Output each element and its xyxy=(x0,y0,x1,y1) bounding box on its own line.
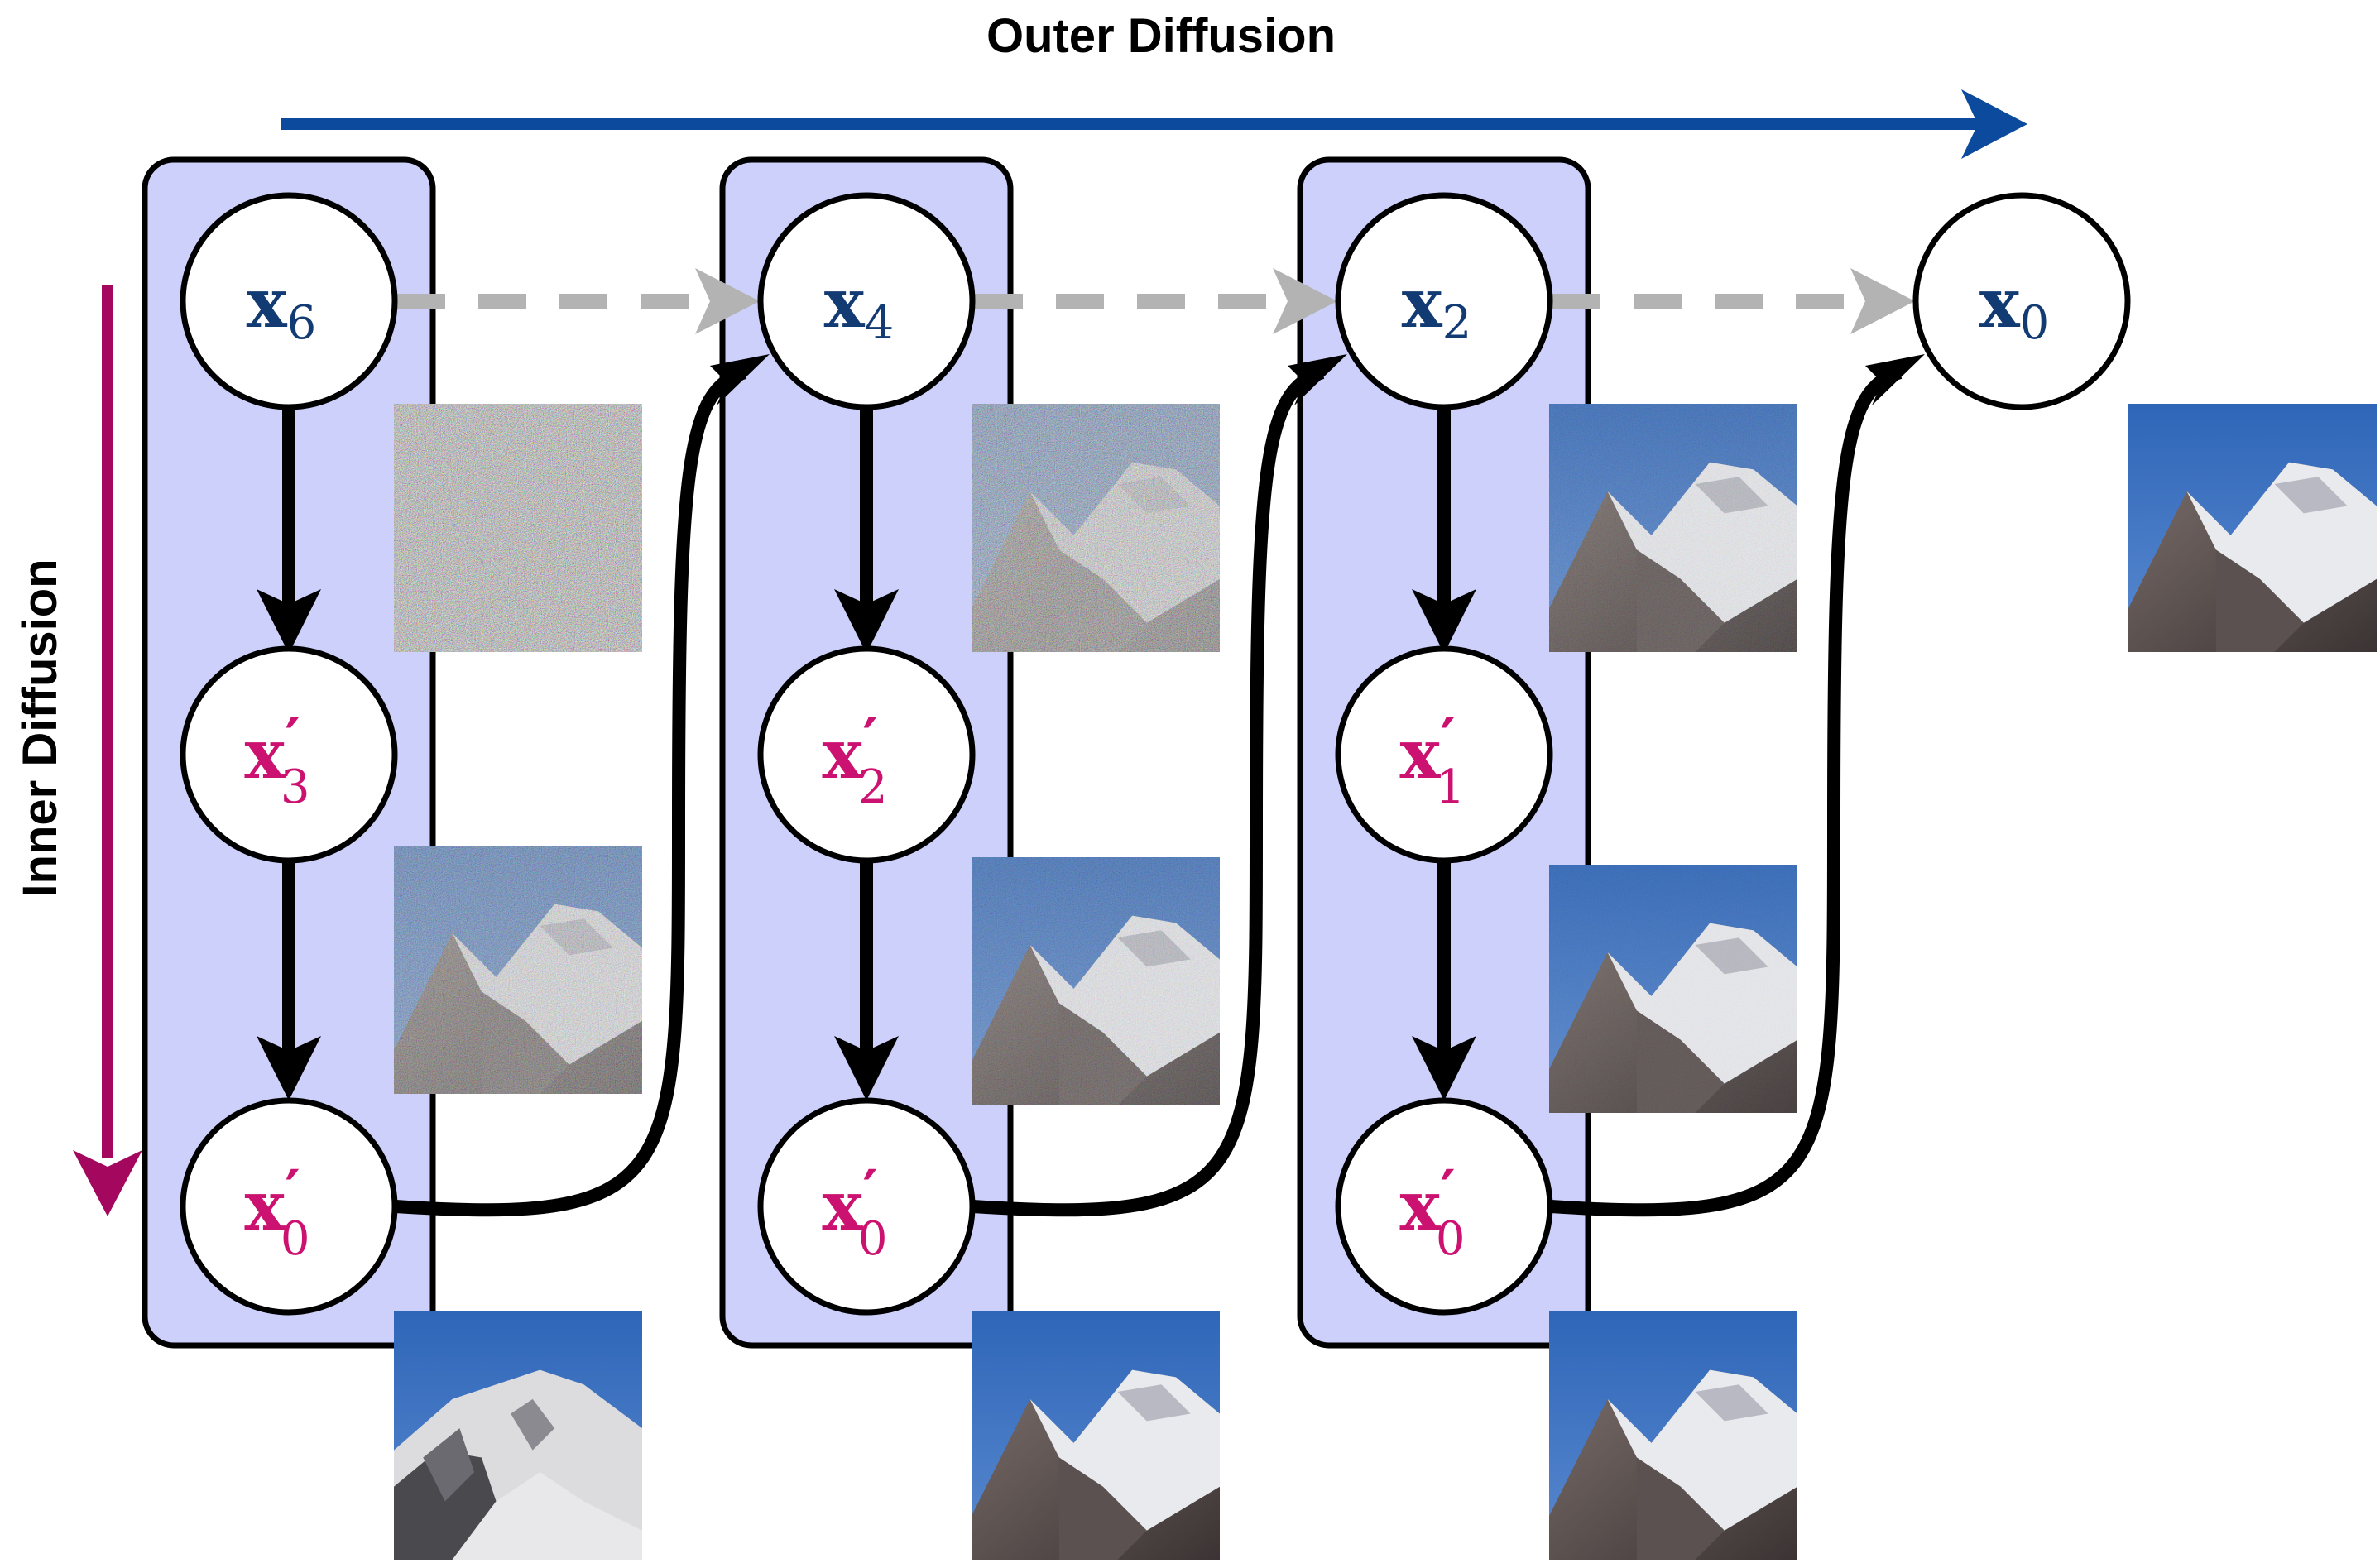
node-x3-prime: x′3 xyxy=(245,705,310,814)
thumb-col3-top xyxy=(1549,404,1797,652)
node-x0-prime-a: x′0 xyxy=(245,1157,310,1266)
dashed-arrowhead-3 xyxy=(1850,268,1915,334)
node-x0-prime-b-mark: ′ xyxy=(862,1157,877,1225)
node-x0-prime-c-mark: ′ xyxy=(1440,1157,1455,1225)
curved-arrowheads xyxy=(710,354,1925,405)
thumbnails xyxy=(394,404,2377,1560)
node-x0-prime-a-sub: 0 xyxy=(281,1212,310,1266)
node-x0: x0 xyxy=(1979,264,2050,350)
inner-arrows xyxy=(282,407,1451,1051)
node-x0-prime-c: x′0 xyxy=(1400,1157,1466,1266)
node-x2-prime-sub: 2 xyxy=(858,760,888,814)
thumb-final xyxy=(2128,404,2377,652)
node-x2-sym: x xyxy=(1402,264,1443,343)
node-x1-prime: x′1 xyxy=(1400,705,1466,814)
node-x3-prime-mark: ′ xyxy=(285,705,300,774)
dashed-arrowhead-2 xyxy=(1273,268,1337,334)
node-x2-prime: x′2 xyxy=(823,705,888,814)
inner-diffusion-arrowhead xyxy=(73,1150,142,1216)
node-x6-sym: x xyxy=(247,264,288,343)
thumb-col1-top xyxy=(394,404,642,652)
node-x3-prime-sym: x xyxy=(245,715,286,794)
node-x0-prime-c-sym: x xyxy=(1400,1167,1442,1246)
node-x1-prime-sym: x xyxy=(1400,715,1442,794)
node-x0-sub: 0 xyxy=(2020,296,2050,350)
node-x2-prime-mark: ′ xyxy=(862,705,877,774)
node-x0-prime-b: x′0 xyxy=(823,1157,888,1266)
node-x4-sym: x xyxy=(824,264,866,343)
node-x2-prime-sym: x xyxy=(823,715,864,794)
node-x0-prime-b-sub: 0 xyxy=(858,1212,888,1266)
node-x0-sym: x xyxy=(1979,264,2021,343)
thumb-col2-top xyxy=(972,404,1220,652)
thumb-col2-mid xyxy=(972,857,1220,1105)
node-x2-sub: 2 xyxy=(1442,296,1472,350)
thumb-col2-bottom xyxy=(972,1311,1220,1560)
node-x0-prime-a-sym: x xyxy=(245,1167,286,1246)
node-x3-prime-sub: 3 xyxy=(281,760,310,814)
outer-diffusion-label: Outer Diffusion xyxy=(986,9,1336,63)
dashed-arrowhead-1 xyxy=(695,268,760,334)
curved-arrows xyxy=(395,366,1903,1217)
node-x0-prime-c-sub: 0 xyxy=(1436,1212,1466,1266)
node-x4-sub: 4 xyxy=(865,296,895,350)
thumb-col1-bottom xyxy=(394,1311,642,1560)
node-x1-prime-sub: 1 xyxy=(1436,760,1466,814)
outer-diffusion-arrowhead xyxy=(1961,89,2027,159)
node-x6: x6 xyxy=(247,264,317,350)
inner-arrowheads xyxy=(257,589,1476,1100)
node-x6-sub: 6 xyxy=(287,296,317,350)
node-x1-prime-mark: ′ xyxy=(1440,705,1455,774)
node-x0-prime-b-sym: x xyxy=(823,1167,864,1246)
node-x0-prime-a-mark: ′ xyxy=(285,1157,300,1225)
inner-diffusion-label: Inner Diffusion xyxy=(13,559,67,897)
node-circles xyxy=(180,192,2131,1316)
node-x2: x2 xyxy=(1402,264,1472,350)
node-x4: x4 xyxy=(824,264,895,350)
thumb-col3-bottom xyxy=(1549,1311,1797,1560)
thumb-col1-mid xyxy=(394,846,642,1094)
thumb-col3-mid xyxy=(1549,865,1797,1113)
